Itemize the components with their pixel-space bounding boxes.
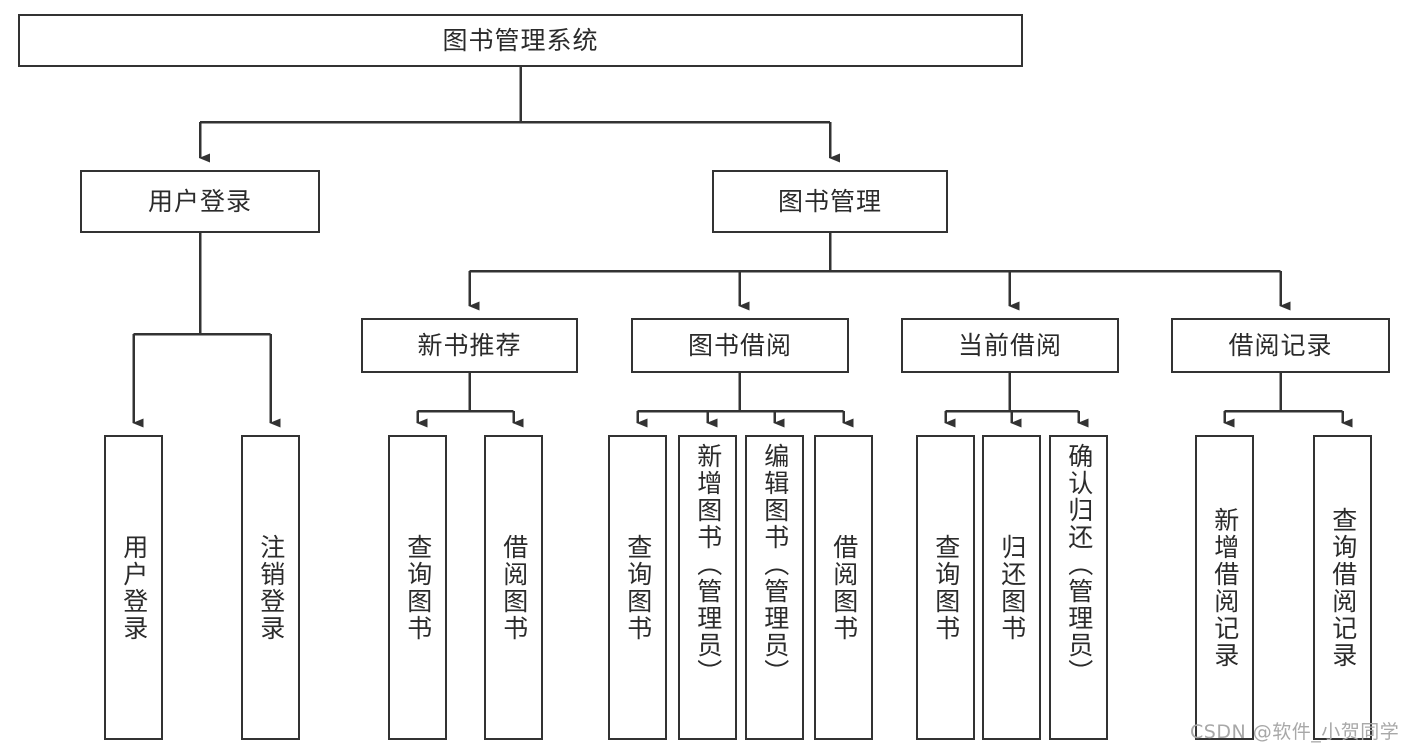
node-leaf-confirm-return-admin-label: 确认归还（管理员） [1064, 443, 1094, 686]
node-leaf-logout-login-label: 注销登录 [256, 533, 286, 642]
node-leaf-user-login[interactable]: 用户登录 [104, 435, 163, 740]
node-leaf-borrow-book-1-label: 借阅图书 [499, 533, 529, 642]
node-leaf-user-login-label: 用户登录 [119, 533, 149, 642]
node-user-login[interactable]: 用户登录 [80, 170, 320, 233]
node-root-label: 图书管理系统 [442, 26, 599, 55]
node-leaf-add-book-admin-label: 新增图书（管理员） [693, 443, 723, 686]
node-book-borrow[interactable]: 图书借阅 [631, 318, 849, 373]
node-book-management[interactable]: 图书管理 [712, 170, 948, 233]
csdn-watermark: CSDN @软件_小贺同学 [1190, 721, 1400, 743]
node-book-management-label: 图书管理 [777, 187, 882, 216]
node-leaf-query-borrow-record[interactable]: 查询借阅记录 [1313, 435, 1372, 740]
node-leaf-logout-login[interactable]: 注销登录 [241, 435, 300, 740]
node-borrow-record-label: 借阅记录 [1228, 331, 1333, 360]
node-leaf-borrow-book-1[interactable]: 借阅图书 [484, 435, 543, 740]
node-leaf-edit-book-admin-label: 编辑图书（管理员） [760, 443, 790, 686]
node-leaf-add-book-admin[interactable]: 新增图书（管理员） [678, 435, 737, 740]
node-leaf-query-book-1-label: 查询图书 [403, 533, 433, 642]
node-leaf-query-book-1[interactable]: 查询图书 [388, 435, 447, 740]
node-leaf-add-borrow-record-label: 新增借阅记录 [1210, 506, 1240, 669]
node-leaf-return-book[interactable]: 归还图书 [982, 435, 1041, 740]
node-leaf-return-book-label: 归还图书 [997, 533, 1027, 642]
node-leaf-borrow-book-2-label: 借阅图书 [829, 533, 859, 642]
node-root-system[interactable]: 图书管理系统 [18, 14, 1023, 67]
node-leaf-confirm-return-admin[interactable]: 确认归还（管理员） [1049, 435, 1108, 740]
node-new-book-recommend-label: 新书推荐 [417, 331, 522, 360]
node-book-borrow-label: 图书借阅 [687, 331, 792, 360]
node-leaf-query-book-2-label: 查询图书 [623, 533, 653, 642]
node-user-login-label: 用户登录 [147, 187, 252, 216]
node-borrow-record[interactable]: 借阅记录 [1171, 318, 1390, 373]
node-new-book-recommend[interactable]: 新书推荐 [361, 318, 578, 373]
node-leaf-query-book-2[interactable]: 查询图书 [608, 435, 667, 740]
node-current-borrow-label: 当前借阅 [957, 331, 1062, 360]
node-leaf-add-borrow-record[interactable]: 新增借阅记录 [1195, 435, 1254, 740]
node-leaf-borrow-book-2[interactable]: 借阅图书 [814, 435, 873, 740]
node-leaf-query-book-3[interactable]: 查询图书 [916, 435, 975, 740]
node-leaf-query-book-3-label: 查询图书 [931, 533, 961, 642]
node-leaf-query-borrow-record-label: 查询借阅记录 [1328, 506, 1358, 669]
node-current-borrow[interactable]: 当前借阅 [901, 318, 1119, 373]
node-leaf-edit-book-admin[interactable]: 编辑图书（管理员） [745, 435, 804, 740]
